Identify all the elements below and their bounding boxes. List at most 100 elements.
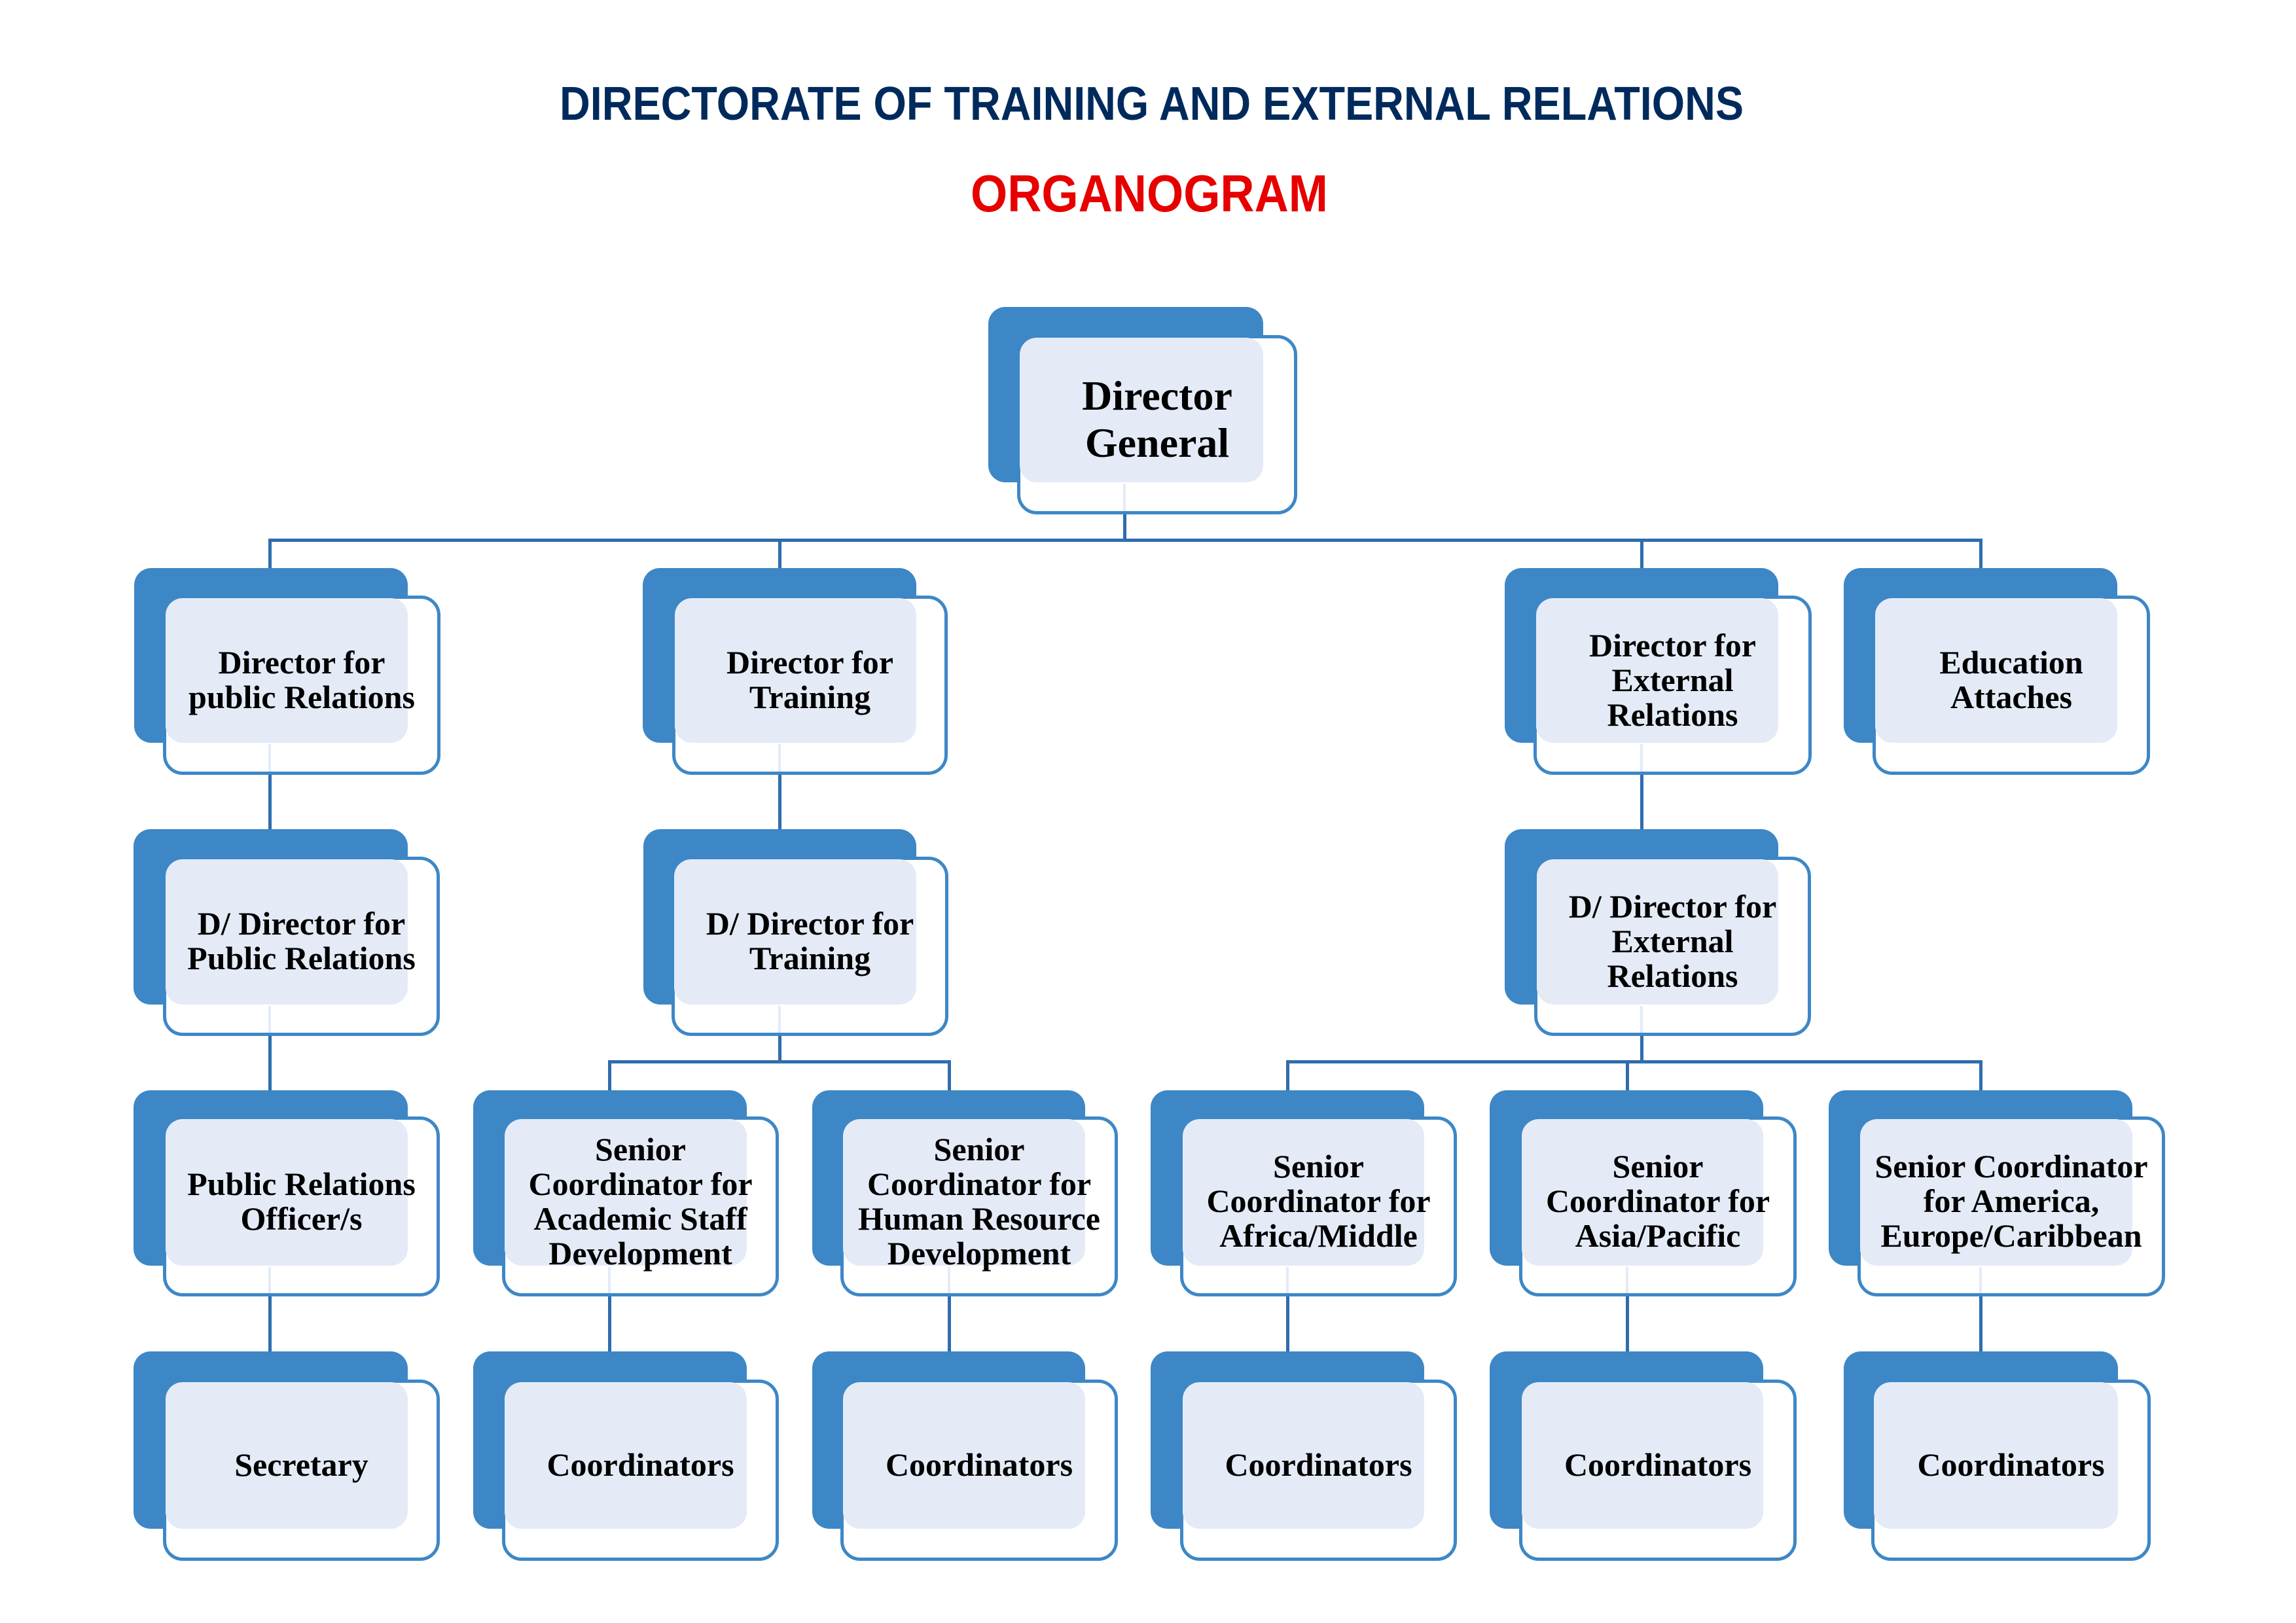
box-front-fill xyxy=(1183,1119,1424,1266)
box-front-fill xyxy=(1522,1119,1763,1266)
connector-passthrough xyxy=(608,1267,611,1293)
connector-passthrough xyxy=(1640,744,1643,772)
node-director-general[interactable]: Director General xyxy=(988,307,1297,514)
connector-asia-to-coordinators xyxy=(1626,1296,1629,1351)
header: DIRECTORATE OF TRAINING AND EXTERNAL REL… xyxy=(560,78,1744,223)
box-front-fill xyxy=(1522,1382,1763,1529)
box-front-fill xyxy=(1874,1382,2118,1529)
node-senior-coordinator-human-resource[interactable]: Senior Coordinator for Human Resource De… xyxy=(812,1090,1118,1296)
node-label: Coordinators xyxy=(885,1446,1073,1483)
box-front-fill xyxy=(1875,598,2117,743)
box-front-fill xyxy=(1020,338,1263,482)
connector-training-bus xyxy=(608,1060,951,1063)
box-front-fill xyxy=(1860,1119,2132,1266)
box-front-fill xyxy=(675,598,916,743)
node-label: Education Attaches xyxy=(1939,644,2083,715)
page-title: DIRECTORATE OF TRAINING AND EXTERNAL REL… xyxy=(560,78,1744,130)
node-label: Senior Coordinator for America, Europe/C… xyxy=(1874,1148,2148,1254)
node-label: Director General xyxy=(1082,372,1232,466)
node-deputy-training[interactable]: D/ Director for Training xyxy=(643,829,948,1036)
connector-officer-to-secretary xyxy=(268,1296,272,1351)
node-label: Senior Coordinator for Academic Staff De… xyxy=(528,1130,753,1272)
connector-passthrough xyxy=(1123,484,1126,511)
node-label: D/ Director for Training xyxy=(706,905,914,976)
connector-to-external-director xyxy=(1640,539,1643,568)
connector-passthrough xyxy=(1979,1267,1982,1293)
node-director-external-relations[interactable]: Director for External Relations xyxy=(1505,568,1812,775)
node-label: Director for External Relations xyxy=(1589,626,1756,733)
node-label: D/ Director for External Relations xyxy=(1568,887,1777,994)
box-front-fill xyxy=(166,1382,408,1529)
node-secretary[interactable]: Secretary xyxy=(134,1351,440,1561)
node-label: Coordinators xyxy=(1917,1446,2105,1483)
connector-to-training-director xyxy=(778,539,781,568)
connector-to-senior-asia xyxy=(1626,1060,1629,1090)
connector-passthrough xyxy=(1640,1006,1643,1033)
box-front-fill xyxy=(843,1382,1085,1529)
node-coordinators-africa[interactable]: Coordinators xyxy=(1151,1351,1457,1561)
connector-external-bus xyxy=(1286,1060,1982,1063)
connector-passthrough xyxy=(778,744,781,772)
connector-passthrough xyxy=(948,1267,950,1293)
connector-passthrough xyxy=(1626,1267,1628,1293)
box-front-fill xyxy=(674,859,916,1005)
connector-to-education-attaches xyxy=(1979,539,1982,568)
box-front-fill xyxy=(1183,1382,1424,1529)
connector-passthrough xyxy=(778,1006,781,1033)
connector-academic-to-coordinators xyxy=(608,1296,611,1351)
connector-level2-bus xyxy=(268,539,1982,542)
page-subtitle: ORGANOGRAM xyxy=(971,164,1328,223)
node-label: Senior Coordinator for Africa/Middle xyxy=(1206,1148,1431,1254)
box-front-fill xyxy=(166,1119,408,1266)
connector-to-senior-america xyxy=(1979,1060,1982,1090)
connector-passthrough xyxy=(268,744,271,772)
connector-training-director-to-deputy xyxy=(778,775,781,829)
connector-africa-to-coordinators xyxy=(1286,1296,1289,1351)
box-front-fill xyxy=(166,859,408,1005)
node-deputy-public-relations[interactable]: D/ Director for Public Relations xyxy=(134,829,440,1036)
node-label: Senior Coordinator for Asia/Pacific xyxy=(1545,1148,1770,1254)
connector-pr-director-to-deputy xyxy=(268,775,272,829)
node-label: Secretary xyxy=(234,1446,368,1483)
node-label: Director for public Relations xyxy=(188,644,415,715)
node-coordinators-america[interactable]: Coordinators xyxy=(1844,1351,2151,1561)
connector-pr-deputy-to-officer xyxy=(268,1036,272,1090)
node-label: Coordinators xyxy=(1225,1446,1412,1483)
node-public-relations-officers[interactable]: Public Relations Officer/s xyxy=(134,1090,440,1296)
node-deputy-external-relations[interactable]: D/ Director for External Relations xyxy=(1505,829,1811,1036)
node-senior-coordinator-africa[interactable]: Senior Coordinator for Africa/Middle xyxy=(1151,1090,1457,1296)
node-label: Senior Coordinator for Human Resource De… xyxy=(858,1130,1100,1272)
box-front-fill xyxy=(166,598,408,743)
node-senior-coordinator-academic-staff[interactable]: Senior Coordinator for Academic Staff De… xyxy=(473,1090,779,1296)
connector-dg-drop xyxy=(1123,514,1126,542)
box-front-fill xyxy=(1536,598,1778,743)
node-senior-coordinator-asia[interactable]: Senior Coordinator for Asia/Pacific xyxy=(1490,1090,1797,1296)
connector-external-director-to-deputy xyxy=(1640,775,1643,829)
node-coordinators-asia[interactable]: Coordinators xyxy=(1490,1351,1797,1561)
node-label: Director for Training xyxy=(726,644,893,715)
connector-training-deputy-drop xyxy=(778,1036,781,1063)
connector-to-senior-academic xyxy=(608,1060,611,1090)
connector-to-senior-hr xyxy=(948,1060,951,1090)
node-education-attaches[interactable]: Education Attaches xyxy=(1844,568,2150,775)
node-label: Coordinators xyxy=(547,1446,734,1483)
connector-hr-to-coordinators xyxy=(948,1296,951,1351)
node-label: Public Relations Officer/s xyxy=(187,1165,416,1237)
node-director-training[interactable]: Director for Training xyxy=(643,568,948,775)
connector-to-pr-director xyxy=(268,539,272,568)
node-label: D/ Director for Public Relations xyxy=(187,905,416,976)
node-label: Coordinators xyxy=(1564,1446,1752,1483)
connector-passthrough xyxy=(268,1006,271,1033)
box-front-fill xyxy=(843,1119,1085,1266)
box-front-fill xyxy=(505,1119,747,1266)
node-director-public-relations[interactable]: Director for public Relations xyxy=(134,568,440,775)
box-front-fill xyxy=(1537,859,1778,1005)
connector-to-senior-africa xyxy=(1286,1060,1289,1090)
connector-external-deputy-drop xyxy=(1640,1036,1643,1063)
node-senior-coordinator-america[interactable]: Senior Coordinator for America, Europe/C… xyxy=(1829,1090,2165,1296)
node-coordinators-academic[interactable]: Coordinators xyxy=(473,1351,779,1561)
box-front-fill xyxy=(505,1382,747,1529)
connector-passthrough xyxy=(1286,1267,1289,1293)
node-coordinators-hr[interactable]: Coordinators xyxy=(812,1351,1118,1561)
